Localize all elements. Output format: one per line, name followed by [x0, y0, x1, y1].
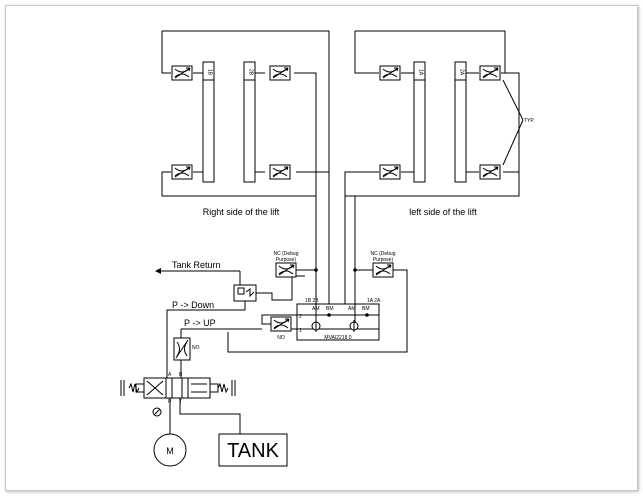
port-b-label: B	[179, 372, 183, 378]
typ-label: TYP.	[524, 118, 534, 124]
manifold-block: 1B 2B 1A 2A AM BM AM BM 2 1 MVAI2218 0	[296, 298, 381, 341]
port-a-label: A	[168, 372, 172, 378]
port-2-label: 2	[299, 314, 302, 320]
pressure-gauge-icon	[152, 407, 162, 417]
nc-debug-left-line2: Purpose)	[276, 257, 297, 263]
flow-control-valve-icon	[269, 65, 291, 81]
relief-valve-icon	[233, 284, 257, 302]
flow-control-valve-icon	[171, 164, 193, 180]
port-1b2b-label: 1B 2B	[305, 298, 319, 304]
nc-debug-right-line2: Purpose)	[373, 257, 394, 263]
port-t-label: T	[179, 399, 182, 405]
cylinder-2a-label: 2A	[459, 69, 465, 76]
cylinder-1b-label: 1B	[207, 69, 213, 76]
p-up-label: P -> UP	[184, 318, 216, 328]
no-flow-control-icon	[173, 337, 191, 361]
flow-control-valve-icon	[269, 164, 291, 180]
page-frame	[5, 5, 638, 491]
check-valve-icon	[349, 320, 359, 332]
port-1a2a-label: 1A 2A	[367, 298, 381, 304]
nc-debug-right-line1: NC (Debug	[370, 251, 395, 257]
tank-label: TANK	[227, 440, 280, 462]
left-lift-group: 1A 2A TYP. left side of the lift	[344, 30, 534, 217]
tank-return-label: Tank Return	[172, 260, 221, 270]
cylinder-1b: 1B	[202, 61, 215, 183]
port-bm-2-label: BM	[362, 306, 370, 312]
flow-control-valve-icon	[379, 164, 401, 180]
no-flow-label: NO	[192, 345, 200, 351]
hydraulic-circuit: Tank Return P -> Down NC (Debug Purpose)…	[120, 172, 408, 467]
left-side-label: left side of the lift	[409, 207, 477, 217]
flow-control-valve-icon	[479, 65, 501, 81]
no-valve-label: NO	[277, 335, 285, 341]
flow-control-valve-icon	[379, 65, 401, 81]
nc-debug-left-line1: NC (Debug	[273, 251, 298, 257]
cylinder-2a: 2A	[454, 61, 467, 183]
port-1-label: 1	[299, 328, 302, 334]
nc-debug-valve-right-icon	[372, 262, 394, 278]
cylinder-1a-label: 1A	[418, 69, 424, 76]
right-side-label: Right side of the lift	[203, 207, 280, 217]
cylinder-2b: 2B	[243, 61, 256, 183]
motor-label: M	[166, 446, 174, 456]
flow-control-valve-icon	[479, 164, 501, 180]
cylinder-2b-label: 2B	[248, 69, 254, 76]
directional-valve: A B P T	[120, 372, 236, 405]
port-bm-1-label: BM	[326, 306, 334, 312]
flow-control-valve-icon	[171, 65, 193, 81]
motor-icon: M	[153, 433, 187, 467]
p-down-label: P -> Down	[172, 300, 214, 310]
cylinder-1a: 1A	[413, 61, 426, 183]
port-am-2-label: AM	[348, 306, 356, 312]
right-lift-group: 1B 2B Right side of the lift	[161, 30, 330, 217]
no-valve-icon	[270, 316, 292, 332]
manifold-label: MVAI2218 0	[324, 335, 351, 341]
tank-box: TANK	[218, 433, 288, 467]
nc-debug-valve-left-icon	[275, 262, 297, 278]
